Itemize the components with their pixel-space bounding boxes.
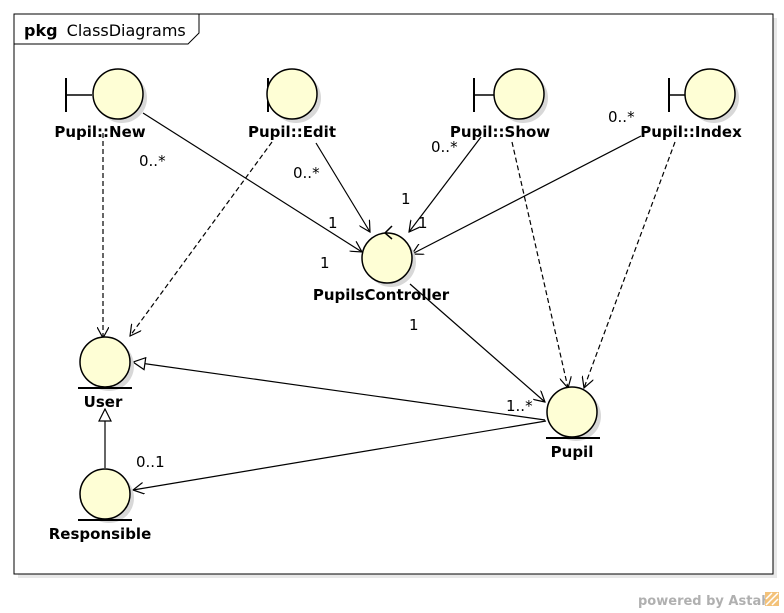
generalization-pupil-user [133,362,546,421]
control-pupils-controller[interactable] [361,225,416,287]
label-pupil-new: Pupil::New [54,123,145,141]
association-show-controller [409,136,482,232]
boundary-pupil-edit[interactable] [266,68,321,123]
entity-pupil[interactable] [546,386,601,441]
entity-user[interactable] [78,336,134,391]
label-pupil-edit: Pupil::Edit [248,123,336,141]
label-responsible: Responsible [49,525,152,543]
association-pupil-responsible [133,420,547,490]
multiplicity-responsible-target: 0..1 [136,453,165,471]
multiplicity-edit-source: 0..* [293,164,320,182]
association-new-controller [142,112,362,252]
multiplicity-show-target: 1 [401,190,411,208]
association-edit-controller [315,142,370,232]
label-pupil-index: Pupil::Index [640,123,742,141]
multiplicity-index-source: 0..* [608,108,635,126]
boundary-pupil-show[interactable] [473,68,548,123]
dependency-index-pupil [584,141,676,388]
package-name: ClassDiagrams [67,21,186,40]
multiplicity-pupil-target: 1..* [506,397,533,415]
astah-watermark: powered by Astah [638,594,770,609]
multiplicity-controller-to-pupil: 1 [409,316,419,334]
package-title: pkg ClassDiagrams [24,21,186,40]
multiplicity-show-source: 0..* [431,138,458,156]
label-pupil: Pupil [551,443,594,461]
entity-responsible[interactable] [78,468,134,523]
connectors [103,112,676,490]
dependency-edit-user [130,141,273,336]
astah-logo-icon [765,592,779,606]
boundary-pupil-index[interactable] [668,68,739,123]
multiplicity-controller-side: 1 [320,254,330,272]
multiplicity-new-target: 1 [328,214,338,232]
label-pupils-controller: PupilsController [313,286,450,304]
association-controller-pupil [409,283,545,402]
package-keyword: pkg [24,21,58,40]
boundary-pupil-new[interactable] [65,68,147,123]
label-pupil-show: Pupil::Show [450,123,550,141]
multiplicity-new-source: 0..* [139,152,166,170]
dependency-show-pupil [511,141,568,388]
association-index-controller [412,135,642,254]
multiplicity-index-target: 1 [418,214,428,232]
package-tab [14,14,200,45]
label-user: User [84,393,123,411]
